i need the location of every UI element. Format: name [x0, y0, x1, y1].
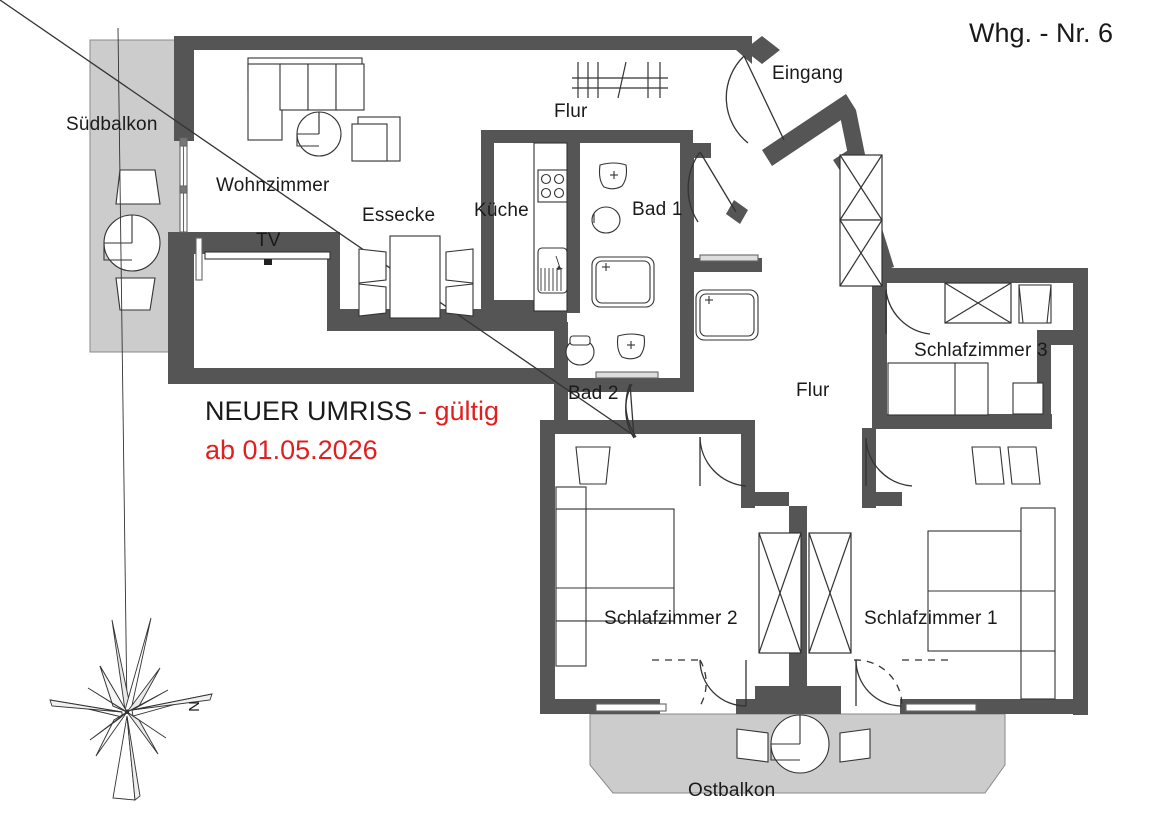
wardrobe-bedroom1-divider [808, 532, 852, 654]
room-label-kueche: Küche [474, 200, 529, 221]
room-label-schlafzimmer-3: Schlafzimmer 3 [914, 340, 1048, 361]
doors [0, 0, 950, 707]
armchair [351, 116, 401, 162]
compass-rose [49, 27, 213, 801]
coffee-table-round [296, 111, 342, 157]
furniture-bedroom2 [555, 446, 675, 667]
dining-chair-4 [445, 283, 474, 317]
furniture-bedroom3 [887, 284, 1052, 416]
coat-rack-icon [572, 61, 668, 99]
room-label-ostbalkon: Ostbalkon [688, 780, 775, 801]
furniture-living-room [204, 57, 401, 265]
furniture-bath2 [565, 333, 646, 366]
walls [168, 36, 1088, 715]
room-label-eingang: Eingang [772, 63, 843, 84]
compass-north-text: N [185, 701, 202, 712]
room-label-flur-mitte: Flur [796, 380, 830, 401]
room-label-schlafzimmer-1: Schlafzimmer 1 [864, 608, 998, 629]
balcony-chair-south-2 [115, 277, 156, 311]
furniture-shower [695, 289, 759, 341]
furniture-dining [358, 235, 474, 319]
tv-unit [204, 251, 331, 265]
toilet-bath1 [591, 206, 621, 234]
room-label-wohnzimmer: Wohnzimmer [216, 175, 330, 196]
room-label-essecke: Essecke [362, 205, 435, 226]
sofa [247, 57, 365, 141]
chair-bedroom2 [575, 446, 611, 485]
room-label-flur-oben: Flur [554, 101, 588, 122]
compass-north-label: N [185, 701, 202, 712]
dining-chair-1 [358, 248, 387, 284]
room-label-suedbalkon: Südbalkon [66, 114, 158, 135]
kitchen-sink-icon [537, 247, 568, 294]
room-label-bad-2: Bad 2 [568, 383, 619, 404]
furniture-balcony-south [103, 169, 161, 311]
furniture-bedroom1 [927, 446, 1056, 700]
balcony-chair-south-1 [115, 169, 161, 205]
nightstand-bedroom3 [1012, 382, 1044, 415]
dining-chair-3 [445, 248, 474, 284]
balcony-chair-east-2 [839, 728, 871, 763]
wardrobe-entrance [839, 154, 883, 287]
balcony-chair-east-1 [736, 728, 769, 763]
bathtub-bath1 [591, 256, 655, 308]
room-label-tv: TV [256, 230, 281, 251]
room-label-bad-1: Bad 1 [632, 199, 683, 220]
wardrobe-bedroom3 [944, 282, 1012, 324]
annotation-line1-red: - gültig [418, 396, 499, 426]
stove-icon [537, 169, 568, 203]
annotation-line1-black: NEUER UMRISS [205, 396, 412, 426]
bed-bedroom3 [887, 362, 989, 416]
toilet-bath2 [565, 335, 595, 366]
windows [179, 137, 977, 712]
furniture-kitchen [533, 142, 568, 312]
furniture-bath1 [591, 162, 655, 308]
washbasin-bath1 [598, 162, 628, 190]
chair-bedroom1-b [1007, 446, 1041, 485]
dining-table [389, 235, 441, 319]
dining-chair-2 [358, 283, 387, 317]
wardrobes [758, 154, 1012, 654]
chair-bedroom1-a [971, 446, 1005, 485]
plan-title: Whg. - Nr. 6 [969, 18, 1113, 48]
wardrobe-bedroom2-divider [758, 532, 802, 654]
annotation-line2-red: ab 01.05.2026 [205, 435, 378, 465]
washbasin-bath2 [616, 333, 646, 360]
room-label-schlafzimmer-2: Schlafzimmer 2 [604, 608, 738, 629]
furniture-balcony-east [736, 714, 871, 774]
